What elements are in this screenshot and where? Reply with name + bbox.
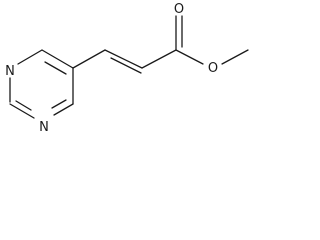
bond-c2-n3-double [15, 100, 32, 111]
bond-c4-n3-double [51, 99, 67, 109]
chemical-structure-diagram: N N O O [5, 2, 249, 135]
bond-vinyl-double-a [104, 49, 143, 69]
atom-n1: N [5, 64, 15, 79]
bond-vinyl-carbonyl [141, 49, 177, 69]
bond-ring-vinyl [72, 49, 106, 69]
bond-vinyl-double-b [110, 57, 142, 74]
bond-carbonyl-ester-o [175, 49, 204, 65]
bond-c5-c6 [41, 49, 74, 69]
bond-ester-o-methyl [221, 49, 249, 65]
atom-o-carbonyl: O [174, 2, 184, 17]
atom-o-ester: O [208, 61, 218, 76]
bond-c2-n3 [9, 103, 35, 119]
acrylate-chain [72, 15, 249, 74]
atom-n3: N [39, 120, 49, 135]
pyrimidine-ring [9, 49, 74, 119]
bond-c6-n1-double [44, 61, 67, 75]
atom-labels: N N O O [5, 2, 218, 135]
bond-c6-n1 [17, 49, 43, 65]
bond-c4-n3 [53, 103, 74, 116]
